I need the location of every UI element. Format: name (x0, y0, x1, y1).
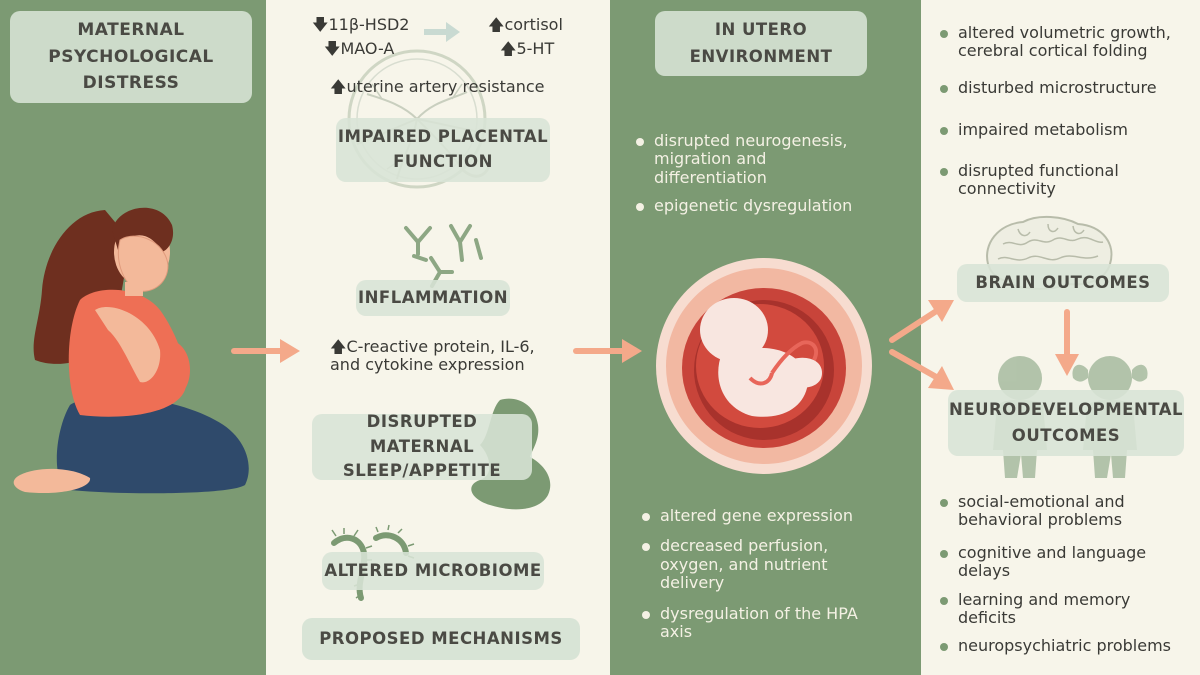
list-item: cognitive and language delays (938, 543, 1198, 581)
crp-note: 🡅C-reactive protein, IL-6, and cytokine … (330, 337, 535, 375)
arrow-up-icon: 🡅 (330, 77, 347, 96)
title-line: DISTRESS (82, 73, 180, 94)
cortisol-note: 🡅cortisol (488, 15, 563, 34)
list-item: altered gene expression (640, 506, 910, 525)
arrow-right-icon (573, 339, 642, 363)
list-item: learning and memory deficits (938, 590, 1198, 628)
neurodevelopmental-label: NEURODEVELOPMENTAL OUTCOMES (948, 390, 1184, 456)
antibody-icon (404, 224, 483, 288)
arrow-up-icon: 🡅 (330, 337, 347, 356)
list-item: decreased perfusion, oxygen, and nutrien… (640, 537, 910, 592)
arrow-right-icon (889, 349, 954, 390)
arrow-down-icon: 🡇 (312, 15, 329, 34)
altered-microbiome-label: ALTERED MICROBIOME (322, 552, 544, 590)
list-item: disturbed microstructure (938, 78, 1198, 97)
list-item: dysregulation of the HPA axis (640, 604, 910, 642)
woman-distressed-icon (13, 207, 249, 494)
brain-outcomes-label: BRAIN OUTCOMES (957, 264, 1169, 302)
list-item: disrupted neurogenesis, migration and di… (634, 131, 904, 187)
in-utero-top-list: disrupted neurogenesis, migration and di… (634, 131, 904, 216)
arrow-up-icon: 🡅 (500, 39, 517, 58)
list-item: epigenetic dysregulation (634, 196, 904, 215)
uterine-note: 🡅uterine artery resistance (330, 77, 545, 96)
arrow-down-icon (1055, 309, 1079, 376)
title-line: PSYCHOLOGICAL (48, 46, 214, 67)
arrow-right-icon (889, 300, 954, 343)
in-utero-title: IN UTERO ENVIRONMENT (655, 11, 867, 76)
in-utero-bottom-list: altered gene expression decreased perfus… (640, 506, 910, 642)
title-line: MATERNAL (77, 20, 185, 41)
arrow-right-icon (231, 339, 300, 363)
list-item: impaired metabolism (938, 120, 1198, 139)
serotonin-note: 🡅5-HT (500, 39, 555, 58)
maternal-distress-title: MATERNAL PSYCHOLOGICAL DISTRESS (10, 11, 252, 103)
impaired-placental-label: IMPAIRED PLACENTAL FUNCTION (336, 118, 550, 182)
fetus-in-womb-icon (656, 258, 872, 474)
disrupted-sleep-label: DISRUPTED MATERNAL SLEEP/APPETITE (312, 412, 532, 480)
arrow-up-icon: 🡅 (488, 15, 505, 34)
maoa-note: 🡇MAO-A (324, 39, 395, 58)
list-item: disrupted functional connectivity (938, 161, 1198, 199)
outcomes-panel (921, 0, 1200, 675)
list-item: neuropsychiatric problems (938, 637, 1198, 655)
brain-effects-list: altered volumetric growth, cerebral cort… (938, 23, 1198, 199)
neuro-outcomes-list: social-emotional and behavioral problems… (938, 492, 1198, 656)
inflammation-label: INFLAMMATION (356, 280, 510, 316)
list-item: social-emotional and behavioral problems (938, 492, 1198, 530)
list-item: altered volumetric growth, cerebral cort… (938, 23, 1198, 61)
proposed-mechanisms-label: PROPOSED MECHANISMS (302, 618, 580, 660)
hsd2-note: 🡇11β-HSD2 (312, 15, 410, 34)
arrow-down-icon: 🡇 (324, 39, 341, 58)
arrow-right-icon (424, 22, 460, 42)
